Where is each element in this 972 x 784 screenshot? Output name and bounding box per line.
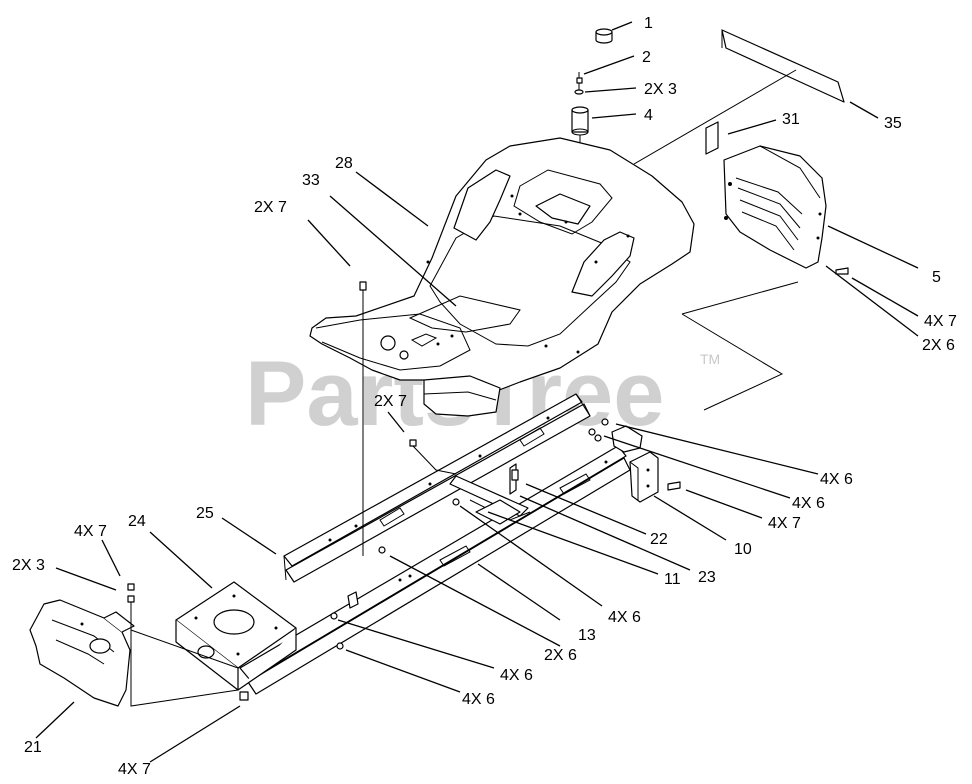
shield-part-21 [29,599,135,707]
label-22: 22 [650,531,668,548]
label-4x6-lower-1: 4X 6 [500,667,533,684]
label-33: 33 [302,172,320,189]
label-10: 10 [734,541,752,558]
label-23: 23 [698,569,716,586]
rear-bar-leader-line [633,69,797,165]
washer-part-3 [574,89,584,95]
decal-part-31 [705,121,719,155]
label-2x6-lower: 2X 6 [544,647,577,664]
fender-part-28 [309,137,695,417]
screw-part-2 [576,72,583,90]
bracket-part-11 [475,499,521,525]
spacer-part-4 [571,106,589,136]
label-2x7-mid: 2X 7 [374,393,407,410]
label-13: 13 [578,627,596,644]
label-2x3-top: 2X 3 [644,81,677,98]
label-5: 5 [932,269,941,286]
label-1: 1 [644,15,653,32]
label-4x6-right-2: 4X 6 [792,495,825,512]
watermark-trademark: TM [700,351,720,367]
bracket-part-10 [629,451,659,503]
screw-part-7-guard [835,267,849,275]
label-4x7-bottom: 4X 7 [118,761,151,778]
screw-part-7-right [667,481,681,491]
label-11: 11 [664,571,681,588]
plate-part-24 [175,581,297,691]
label-24: 24 [128,513,146,530]
label-2: 2 [642,49,651,66]
label-2x7-top: 2X 7 [254,199,287,216]
label-4x7-left: 4X 7 [74,523,107,540]
label-4x7-right: 4X 7 [768,515,801,532]
knob-part-1 [595,28,613,44]
rear-bar-part-35 [721,29,845,103]
label-2x3-left: 2X 3 [12,557,45,574]
label-25: 25 [196,505,214,522]
hardware-screws [127,281,609,707]
label-2x6-guard: 2X 6 [922,337,955,354]
label-4x6-center: 4X 6 [608,609,641,626]
guard-leader-outline [681,313,784,411]
label-28: 28 [335,155,353,172]
guard-part-5 [723,145,827,269]
label-4: 4 [644,107,653,124]
label-21: 21 [24,739,42,756]
callout-labels: 1 2 2X 3 4 35 31 28 33 2X 7 5 4X 7 2X 6 … [12,15,957,778]
label-4x6-lower-2: 4X 6 [462,691,495,708]
frame-rail-part-25 [283,393,591,583]
label-4x7-guard: 4X 7 [924,313,957,330]
leader-lines [35,21,919,763]
seat-pad-part-33 [408,295,521,333]
label-31: 31 [782,111,800,128]
label-4x6-right-1: 4X 6 [820,471,853,488]
guard-leader-outline-2 [681,281,799,315]
label-35: 35 [884,115,902,132]
